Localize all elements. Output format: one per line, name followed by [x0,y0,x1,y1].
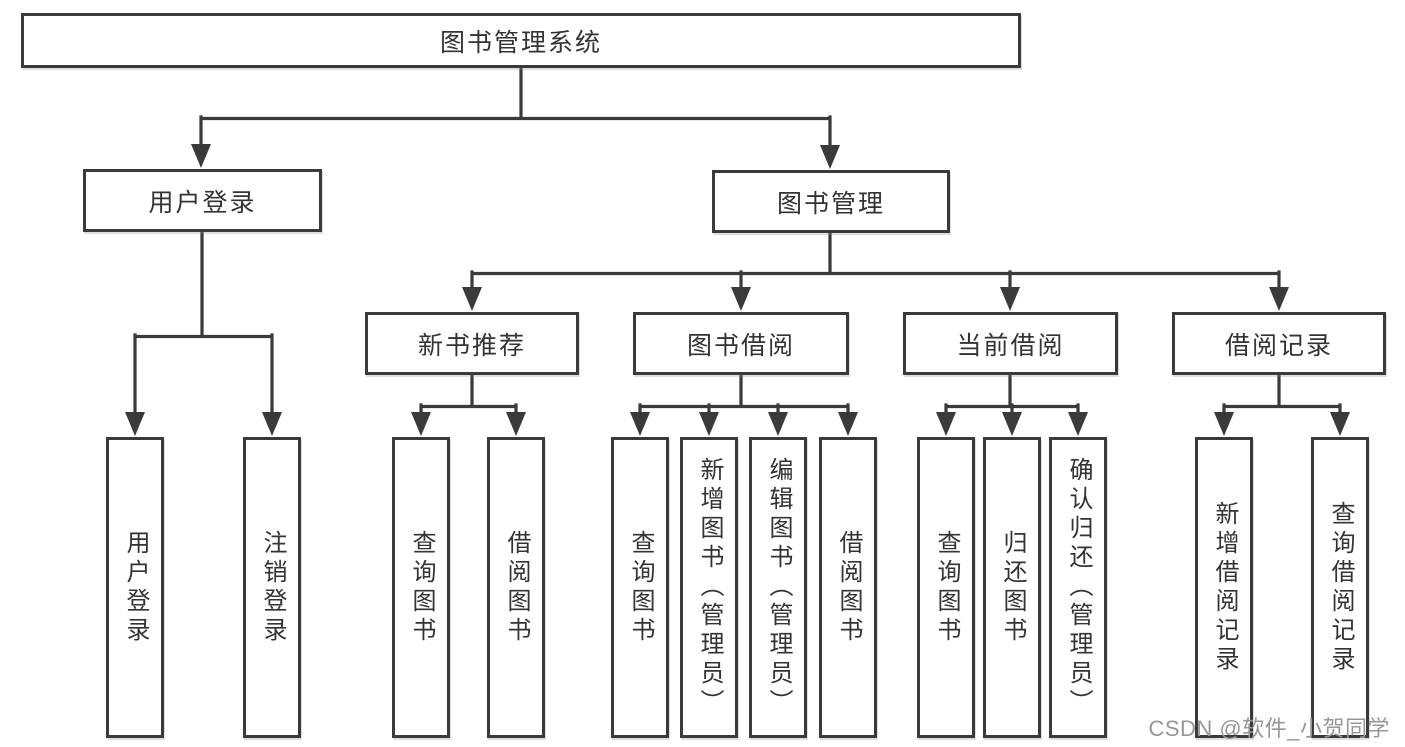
node-user-login: 用户登录 [83,169,322,232]
leaf-user-login-label: 用户登录 [122,529,149,646]
leaf-borrow-book-label: 借阅图书 [835,529,862,646]
leaf-query-book-borrow: 查询图书 [611,437,669,738]
arrowhead-icons [125,144,1350,436]
node-borrow-record: 借阅记录 [1172,312,1386,375]
leaf-logout: 注销登录 [243,437,301,738]
leaf-query-borrow-record: 查询借阅记录 [1311,437,1369,738]
leaf-borrow-book-recommend-label: 借阅图书 [503,529,530,646]
connector-lines [133,64,1342,420]
node-root-label: 图书管理系统 [439,28,602,57]
leaf-query-book-current-label: 查询图书 [933,529,960,646]
node-book-borrow-label: 图书借阅 [686,331,795,360]
node-new-book-recommend-label: 新书推荐 [417,331,526,360]
node-book-management: 图书管理 [712,170,950,233]
leaf-add-borrow-record-label: 新增借阅记录 [1211,500,1238,675]
leaf-logout-label: 注销登录 [259,529,286,646]
leaf-borrow-book-recommend: 借阅图书 [487,437,545,738]
leaf-query-book-recommend-label: 查询图书 [408,529,435,646]
leaf-query-book-recommend: 查询图书 [392,437,450,738]
node-book-borrow: 图书借阅 [633,312,849,375]
node-book-management-label: 图书管理 [776,189,885,218]
leaf-user-login: 用户登录 [106,437,164,738]
leaf-query-book-borrow-label: 查询图书 [627,529,654,646]
leaf-query-book-current: 查询图书 [917,437,975,738]
node-user-login-label: 用户登录 [148,188,257,217]
leaf-edit-book-admin-label: 编辑图书（管理员） [765,457,792,718]
leaf-confirm-return-admin: 确认归还（管理员） [1049,437,1107,738]
leaf-add-book-admin: 新增图书（管理员） [680,437,738,738]
node-current-borrow-label: 当前借阅 [956,331,1065,360]
leaf-confirm-return-admin-label: 确认归还（管理员） [1065,457,1092,718]
leaf-add-book-admin-label: 新增图书（管理员） [696,457,723,718]
node-root-library-system: 图书管理系统 [21,13,1021,68]
node-new-book-recommend: 新书推荐 [365,312,579,375]
node-borrow-record-label: 借阅记录 [1224,331,1333,360]
leaf-return-book: 归还图书 [983,437,1041,738]
leaf-edit-book-admin: 编辑图书（管理员） [749,437,807,738]
leaf-borrow-book: 借阅图书 [819,437,877,738]
leaf-add-borrow-record: 新增借阅记录 [1195,437,1253,738]
leaf-return-book-label: 归还图书 [999,529,1026,646]
node-current-borrow: 当前借阅 [903,312,1118,375]
leaf-query-borrow-record-label: 查询借阅记录 [1327,500,1354,675]
